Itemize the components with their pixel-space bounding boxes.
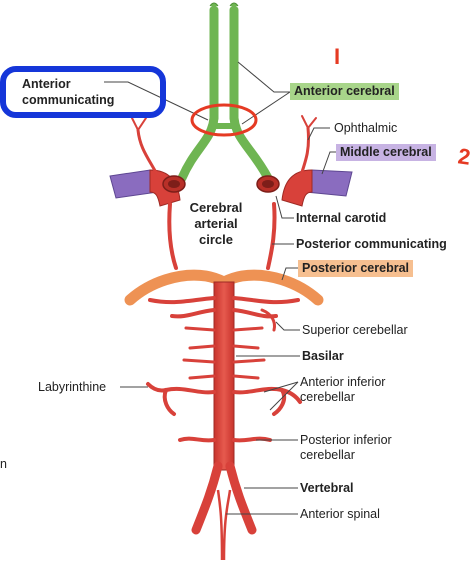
label-cerebral-arterial-circle: Cerebral arterial circle [189, 200, 243, 247]
middle-cerebral-right [305, 169, 353, 197]
internal-carotid-right [256, 169, 313, 207]
internal-carotid-left [149, 169, 186, 207]
basilar-artery [213, 281, 235, 471]
superior-cerebellar-arteries [148, 296, 300, 319]
label-leader-lines [104, 61, 336, 515]
label-superior-cerebellar: Superior cerebellar [302, 323, 408, 337]
posterior-inferior-cerebellar-arteries [178, 436, 272, 443]
anterior-cerebral-artery [177, 5, 273, 183]
label-anterior-spinal: Anterior spinal [300, 507, 380, 521]
label-internal-carotid: Internal carotid [296, 211, 387, 225]
posterior-communicating-arteries [167, 202, 277, 270]
anterior-communicating-highlight [190, 103, 258, 137]
label-basilar: Basilar [302, 349, 344, 363]
label-labyrinthine: Labyrinthine [38, 380, 107, 394]
pontine-branches [182, 326, 266, 380]
anterior-inferior-cerebellar-arteries [146, 382, 302, 416]
edge-text-fragment: n [0, 457, 7, 471]
label-anterior-communicating: Anterior communicating [22, 77, 115, 107]
anterior-communicating-callout [0, 66, 166, 118]
label-anterior-cerebral: Anterior cerebral [290, 83, 399, 100]
label-posterior-inferior-cerebellar: Posterior inferior cerebellar [300, 433, 392, 462]
ophthalmic-tips [131, 115, 317, 131]
label-posterior-communicating: Posterior communicating [296, 237, 447, 251]
label-middle-cerebral: Middle cerebral [336, 144, 436, 161]
anterior-spinal-artery [216, 489, 232, 561]
ophthalmic-arteries [136, 126, 310, 182]
superior-cerebellar-branch [260, 308, 276, 332]
label-vertebral: Vertebral [300, 481, 354, 495]
label-anterior-inferior-cerebellar: Anterior inferior cerebellar [300, 375, 386, 404]
vertebral-arteries [191, 461, 257, 535]
label-ophthalmic: Ophthalmic [334, 121, 398, 135]
anterior-cerebral-tips [209, 2, 239, 7]
annotation-mark-one: I [334, 44, 341, 69]
label-posterior-cerebral: Posterior cerebral [298, 260, 413, 277]
